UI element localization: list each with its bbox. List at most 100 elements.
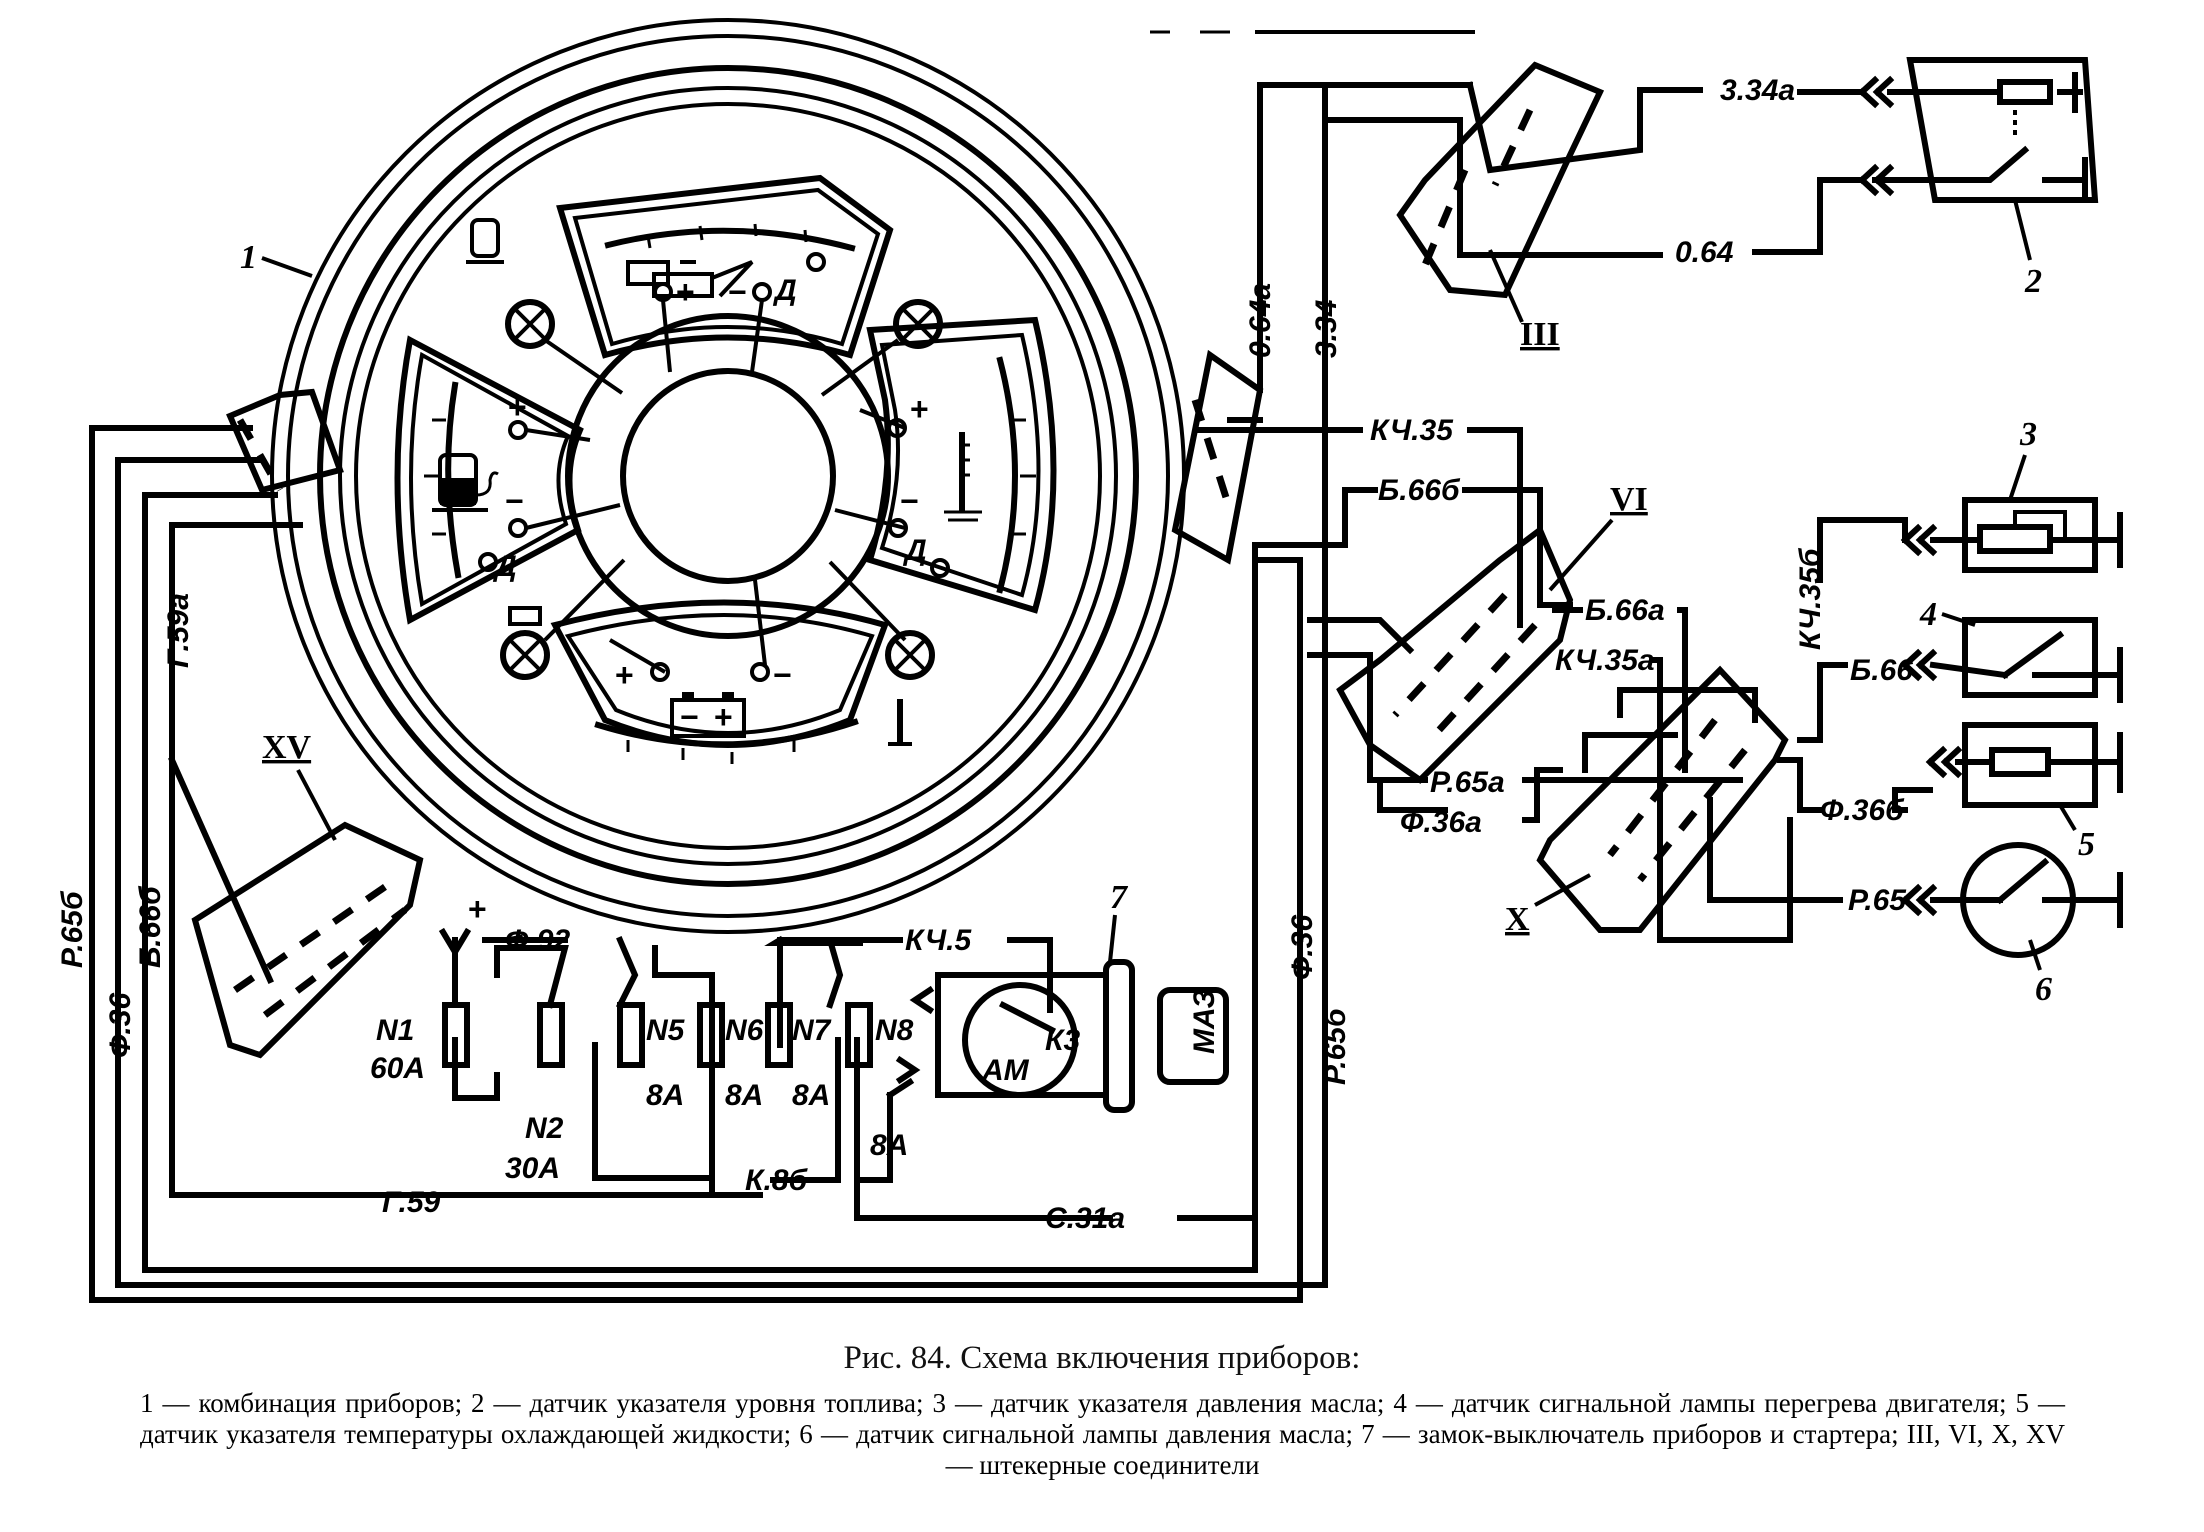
ignition-brand-label: МАЗ xyxy=(1188,989,1221,1054)
wire-label-f36a: Ф.36а xyxy=(1400,806,1482,839)
connector-X: X xyxy=(1505,665,1789,938)
warning-lamp-oil xyxy=(893,299,943,349)
label-connector-VI: VI xyxy=(1610,481,1648,518)
fuse-N5-rating: 8A xyxy=(646,1079,684,1112)
figure-title: Рис. 84. Схема включения приборов: xyxy=(843,1340,1361,1376)
wire-label-kch5: КЧ.5 xyxy=(905,924,973,957)
thermometer-icon xyxy=(944,432,982,522)
fuse-N8 xyxy=(845,1002,873,1068)
fuel-plus-label: + xyxy=(508,389,527,425)
wire-label-334a: 3.34a xyxy=(1720,74,1795,107)
wire-label-b66b: Б.66б xyxy=(1378,474,1461,507)
warning-lamp-fuel xyxy=(466,218,555,349)
wire-label-334: 3.34 xyxy=(1310,299,1343,358)
coolant-temp-gauge: + − Д xyxy=(866,316,1057,614)
fuse-N7-id: N7 xyxy=(792,1014,832,1047)
fuse-N6 xyxy=(697,1002,725,1068)
warning-lamp-charge xyxy=(500,606,550,680)
label-component-7: 7 xyxy=(1110,879,1129,916)
wire-label-f36b: Ф.36б xyxy=(1820,794,1905,827)
fuse-N6-id: N6 xyxy=(725,1014,764,1047)
fuse-N1-rating: 60A xyxy=(370,1052,425,1085)
fuse-N5-id: N5 xyxy=(646,1014,686,1047)
fuse-block: + N1 60A N2 30A N5 8A N6 8A N7 8A xyxy=(370,891,1258,1235)
temp-sensor-label: Д xyxy=(902,534,927,567)
label-component-4: 4 xyxy=(1919,596,1937,633)
wire-label-064a: 0.64a xyxy=(1244,283,1277,358)
fuse-N5 xyxy=(617,1002,645,1068)
label-component-1: 1 xyxy=(240,239,257,276)
fuel-sensor-label: Д xyxy=(492,550,517,583)
figure-legend: 1 — комбинация приборов; 2 — датчик указ… xyxy=(140,1388,2065,1480)
terminal-minus-label: − xyxy=(728,274,747,310)
terminal-plus-label: + xyxy=(676,274,695,310)
label-component-2: 2 xyxy=(2024,263,2042,300)
oil-pressure-gauge: + − Д xyxy=(556,174,894,359)
fuse-N1 xyxy=(442,1002,470,1068)
label-component-5: 5 xyxy=(2078,826,2095,863)
wire-label-k8b: К.8б xyxy=(745,1164,808,1197)
wire-label-g59: Г.59 xyxy=(382,1186,441,1219)
instrument-cluster: + − Д + − Д xyxy=(240,18,1186,934)
battery-minus-label: − xyxy=(773,657,792,693)
sensor-4-overheat: 4 xyxy=(1900,596,2123,703)
wire-label-f92: Ф.92 xyxy=(505,924,570,957)
terminal-sensor-label: Д xyxy=(772,274,797,307)
label-component-3: 3 xyxy=(2019,416,2037,453)
fuse-N8-id: N8 xyxy=(875,1014,914,1047)
wire-label-b66: Б.66 xyxy=(1850,654,1913,687)
oil-can-icon xyxy=(626,260,754,298)
svg-text:+: + xyxy=(714,699,733,735)
wire-label-064: 0.64 xyxy=(1675,236,1734,269)
fuel-pump-icon xyxy=(432,453,499,512)
battery-plus-label: + xyxy=(615,657,634,693)
fuse-N7 xyxy=(765,1002,793,1068)
ignition-key xyxy=(1157,987,1229,1085)
wire-label-c31a: С.31а xyxy=(1045,1202,1125,1235)
connector-III: III xyxy=(1396,61,1605,353)
wire-label-b66b-left: Б.66б xyxy=(134,885,167,968)
supply-plus-label: + xyxy=(468,891,487,927)
svg-text:−: − xyxy=(680,699,699,735)
fuel-level-gauge: + − Д xyxy=(394,335,584,625)
terminal-am-label: АМ xyxy=(981,1054,1030,1087)
fuse-N2 xyxy=(537,1002,565,1068)
wire-label-r65b-left: Р.65б xyxy=(56,890,89,968)
temp-minus-label: − xyxy=(900,483,919,519)
ignition-switch: КЧ.5 МАЗ АМ К3 7 xyxy=(777,879,1229,1113)
fuse-N7-rating: 8A xyxy=(792,1079,830,1112)
sensor-5-coolant-temp: 5 xyxy=(1925,722,2123,863)
wire-label-f36-right: Ф.36 xyxy=(1286,915,1319,980)
warning-lamp-overheat xyxy=(885,630,935,746)
sensor-2-fuel-level: 2 xyxy=(1857,57,2099,300)
sensor-3-oil-pressure: 3 xyxy=(1900,416,2123,573)
temp-plus-label: + xyxy=(910,391,929,427)
label-connector-XV: XV xyxy=(262,729,312,766)
sensor-6-oil-pressure-lamp: 6 xyxy=(1900,842,2123,1008)
wire-label-kch35: КЧ.35 xyxy=(1370,414,1454,447)
battery-gauge: − + + − xyxy=(550,599,889,764)
right-harness: 0.64a 3.34 III 3.34a 0.64 xyxy=(1171,57,2123,1288)
wire-label-g59a: Г.59а xyxy=(162,593,195,668)
fuse-N1-id: N1 xyxy=(376,1014,414,1047)
label-component-6: 6 xyxy=(2035,971,2052,1008)
wire-label-kch35a: КЧ.35а xyxy=(1555,644,1655,677)
wire-label-r65a: Р.65а xyxy=(1430,766,1505,799)
fuse-N2-id: N2 xyxy=(525,1112,564,1145)
wire-label-r65: Р.65 xyxy=(1848,884,1907,917)
battery-icon: − + xyxy=(670,692,746,738)
label-connector-III: III xyxy=(1520,316,1560,353)
terminal-k3-label: К3 xyxy=(1045,1024,1080,1057)
fuel-minus-label: − xyxy=(505,483,524,519)
fuse-N6-rating: 8A xyxy=(725,1079,763,1112)
fuse-N2-rating: 30A xyxy=(505,1152,560,1185)
connector-VI: VI xyxy=(1336,481,1648,784)
label-connector-X: X xyxy=(1505,901,1530,938)
wire-label-b66a: Б.66а xyxy=(1585,594,1665,627)
cluster-hub xyxy=(620,368,836,584)
fuse-N8-rating: 8A xyxy=(870,1129,908,1162)
wire-label-r65b-right: Р.65б xyxy=(1319,1007,1352,1085)
connector-XV: XV xyxy=(191,729,424,1059)
wire-label-f36-left: Ф.36 xyxy=(104,993,137,1058)
